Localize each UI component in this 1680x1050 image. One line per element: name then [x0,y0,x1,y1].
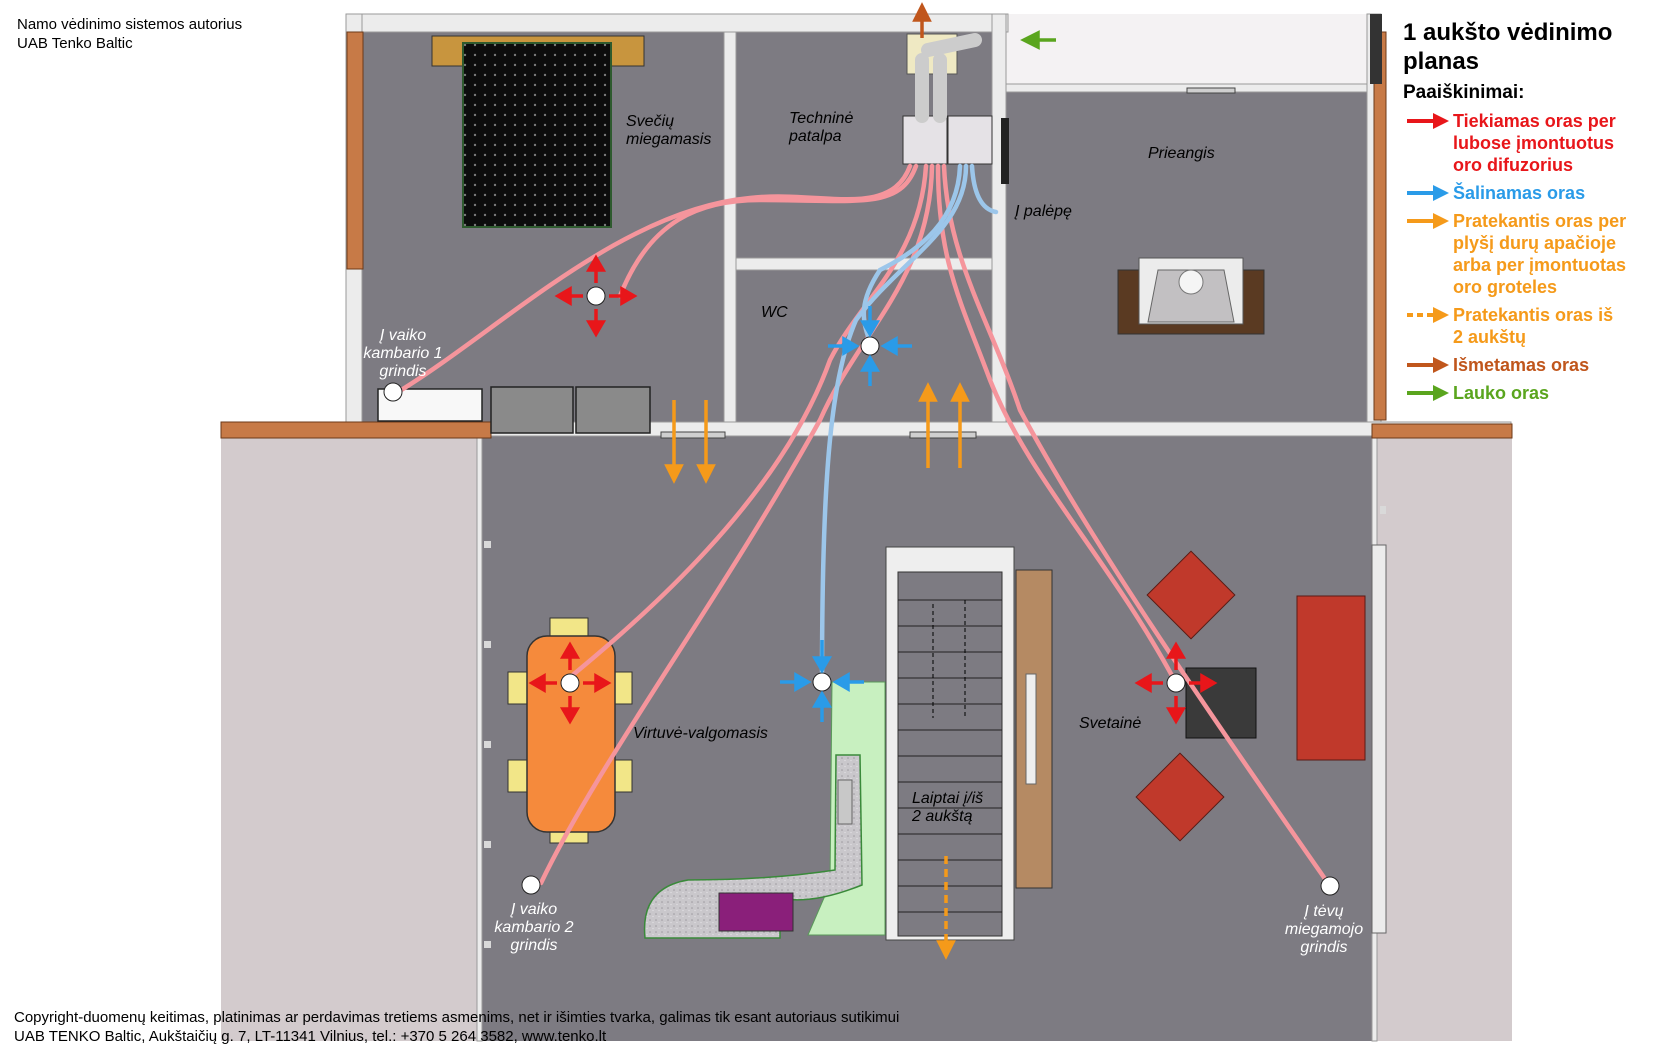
copyright-address: UAB TENKO Baltic, Aukštaičių g. 7, LT-11… [14,1028,607,1045]
outside-ground-right [1374,436,1512,1041]
window-right-wall [1371,544,1387,934]
legend-item-line: arba per įmontuotas [1453,255,1627,275]
guest-room-furniture [377,386,651,434]
dining-table [507,617,633,844]
recuperator-unit [902,33,1009,184]
legend-item-label: Lauko oras [1453,382,1549,404]
guest-bed [431,35,645,228]
legend-item: Lauko oras [1403,382,1673,404]
copyright-line: Copyright-duomenų keitimas, platinimas a… [14,1009,900,1026]
author-note: Namo vėdinimo sistemos autorius UAB Tenk… [17,15,242,53]
transfer-arrows [664,382,970,960]
legend-item-line: lubose įmontuotus [1453,133,1614,153]
living-room-furniture [1135,550,1366,842]
legend-item: Šalinamas oras [1403,182,1673,204]
label-hallway: Prieangis [1148,145,1215,162]
legend-item: Išmetamas oras [1403,354,1673,376]
legend-item-line: Išmetamas oras [1453,355,1590,375]
legend-item-line: Tiekiamas oras per [1453,111,1616,131]
legend-subtitle: Paaiškinimai: [1403,82,1525,103]
legend-item-line: plyšį durų apačioje [1453,233,1617,253]
window-frame-right [1370,14,1382,84]
legend: 1 aukšto vėdinimo planas Paaiškinimai: T… [1403,18,1673,410]
legend-item-line: Lauko oras [1453,383,1550,403]
orange-dashed-arrow-icon [1407,307,1449,323]
label-wc: WC [761,304,788,321]
orange-arrow-icon [1407,213,1449,229]
window-sills [220,31,1513,439]
legend-item-line: Pratekantis oras iš [1453,305,1614,325]
exhaust-arrow [912,2,932,38]
author-company: UAB Tenko Baltic [17,35,133,52]
brown-arrow-icon [1407,357,1449,373]
legend-item-line: oro difuzorius [1453,155,1573,175]
legend-item-line: Pratekantis oras per [1453,211,1627,231]
label-living: Svetainė [1079,715,1141,732]
supply-arrows [528,254,1218,725]
outside-ground-left [221,436,478,1041]
outside-terrace-top [1006,14,1367,84]
extract-arrows [780,306,912,722]
blue-arrow-icon [1407,185,1449,201]
fresh-air-arrow [1020,30,1056,50]
legend-item-label: Išmetamas oras [1453,354,1589,376]
hallway-fireplace [1117,257,1265,335]
legend-title-line: 1 aukšto vėdinimo [1403,19,1613,46]
label-attic: Į palėpę [1014,203,1072,220]
author-line: Namo vėdinimo sistemos autorius [17,16,243,33]
label-kitchen: Virtuvė-valgomasis [633,725,768,742]
red-arrow-icon [1407,113,1449,129]
kitchen-counter [643,681,886,939]
wall-markers [484,506,1386,948]
legend-item-line: 2 aukštų [1453,327,1527,347]
legend-item-line: Šalinamas oras [1453,183,1586,203]
legend-item-label: Šalinamas oras [1453,182,1585,204]
legend-title-line: planas [1403,48,1480,75]
legend-item-line: oro groteles [1453,277,1558,297]
copyright-footer: Copyright-duomenų keitimas, platinimas a… [14,1008,899,1046]
legend-title: 1 aukšto vėdinimo planas [1403,18,1673,76]
green-arrow-icon [1407,385,1449,401]
supply-ducts [395,163,1333,889]
staircase [885,546,1053,941]
extract-ducts [819,163,999,683]
door-thresholds [660,87,1236,439]
